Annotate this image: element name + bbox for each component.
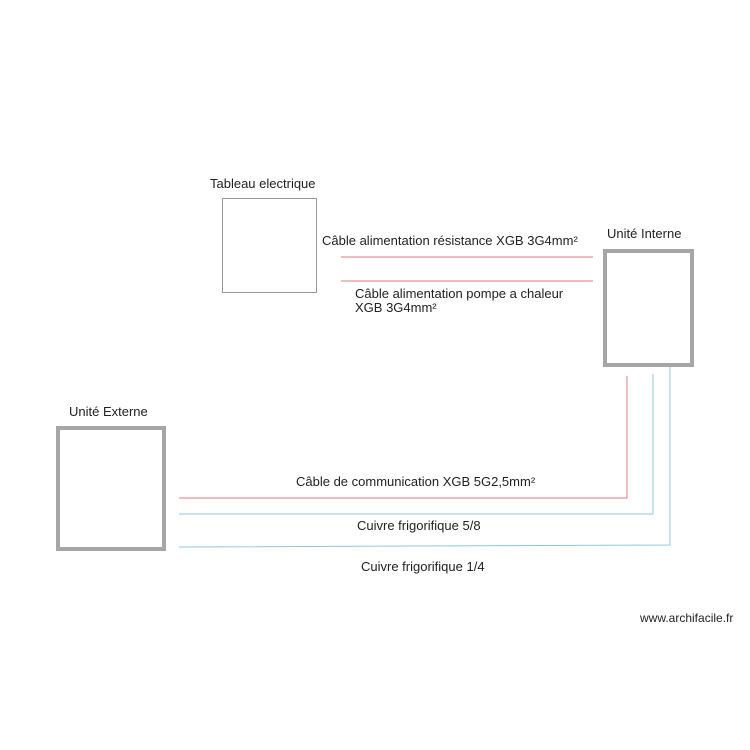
watermark: www.archifacile.fr [640, 611, 734, 625]
unite-interne-label: Unité Interne [607, 226, 682, 241]
cable-alim-pompe-label-line1: Câble alimentation pompe a chaleur [355, 286, 564, 301]
unite-externe-label: Unité Externe [69, 404, 148, 419]
cuivre-1-4-line [178, 367, 671, 548]
tableau-electrique-label: Tableau electrique [210, 176, 316, 191]
cable-alim-resistance-label: Câble alimentation résistance XGB 3G4mm² [322, 233, 578, 248]
cuivre-1-4-label: Cuivre frigorifique 1/4 [361, 559, 485, 574]
tableau-electrique-box[interactable] [222, 198, 317, 293]
cable-alim-pompe-label-line2: XGB 3G4mm² [355, 300, 437, 315]
cuivre-5-8-label: Cuivre frigorifique 5/8 [357, 518, 481, 533]
cuivre-5-8-line [179, 374, 654, 515]
unite-externe-box[interactable] [56, 426, 166, 551]
cable-communication-line [179, 376, 628, 499]
cable-communication-label: Câble de communication XGB 5G2,5mm² [296, 474, 536, 489]
unite-interne-box[interactable] [603, 249, 694, 367]
